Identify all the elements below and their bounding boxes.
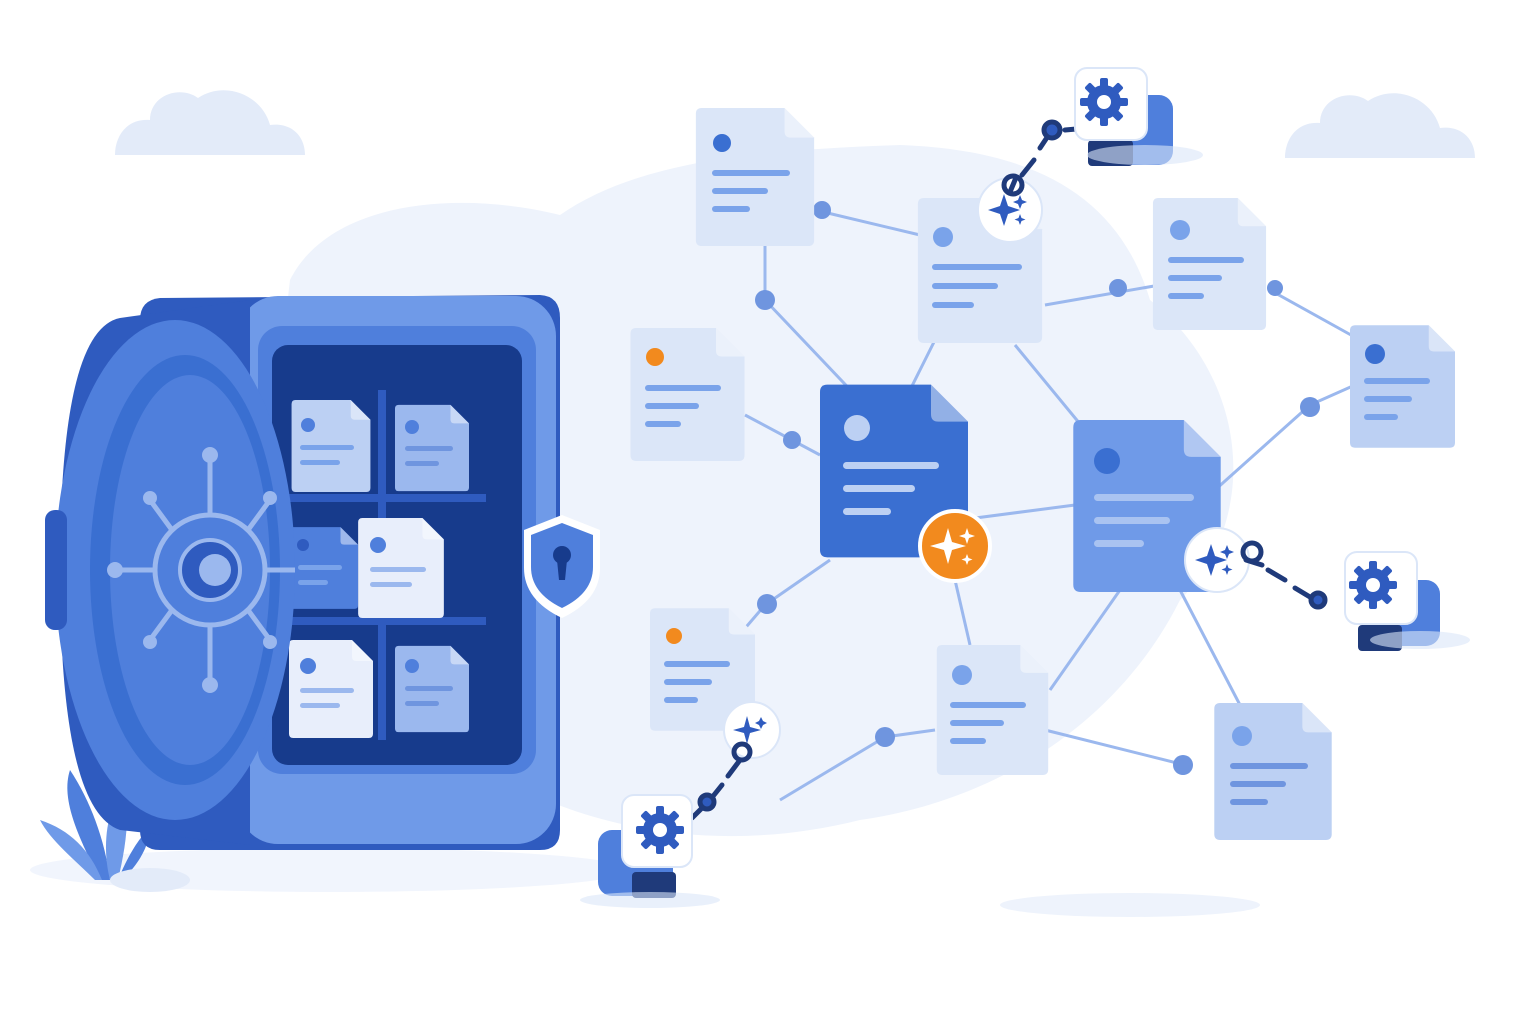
document-icon [695,108,815,246]
cloud-icon [115,90,305,155]
document-icon [1350,325,1455,448]
network-nodes [755,201,1320,775]
gear-icon [636,806,684,854]
network-connections [733,208,1361,802]
cloud-icon [1285,93,1475,158]
ground-shadow [110,868,190,892]
document-icon [1073,420,1221,592]
sparkle-icon [977,177,1043,243]
document-icon [358,518,444,618]
gear-icon [1349,561,1397,609]
document-icon [395,645,469,733]
document-icon [936,645,1049,775]
document-icon [288,527,358,609]
document-icon [395,404,469,492]
document-icon [917,198,1043,343]
document-icon [630,328,745,461]
document-icon [1214,703,1332,840]
sparkle-icon [1184,527,1250,593]
document-icon [1152,198,1267,330]
document-icon [650,608,755,731]
gear-icon [1080,78,1128,126]
document-icon [820,384,968,558]
vault-wheel [120,460,295,680]
robot-icon [1074,67,1203,166]
safe-icon [45,295,560,850]
robot-icon [1344,551,1470,651]
document-icon [291,400,371,492]
ground-shadow [1000,893,1260,917]
robot-icon [580,794,720,908]
shield-lock-icon [524,515,600,618]
sparkle-icon [918,509,992,583]
document-icon [289,640,373,738]
